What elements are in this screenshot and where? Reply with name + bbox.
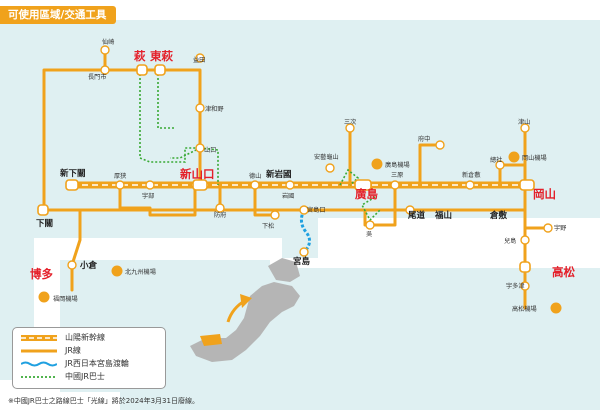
label-nagatoshi: 長門市 [88,73,107,81]
label-hakata: 博多 [30,267,53,281]
legend-label: JR線 [65,346,81,355]
label-hagi: 萩 [133,49,146,63]
label-yamaguchi: 山口 [204,146,216,154]
page-title: 可使用區域/交通工具 [0,6,117,24]
label-uno: 宇野 [554,224,566,232]
hokkaido-shape [268,258,300,282]
label-tokuyama: 德山 [249,172,261,180]
bus-routes [139,70,381,222]
bus-route-hagi [139,70,200,163]
label-miyajima: 宮島 [293,256,311,267]
sea-inland [60,260,600,410]
label-hiroshima: 廣島 [355,187,378,201]
coverage-area [200,334,222,346]
station-markers [67,45,553,291]
legend-label: 中國JR巴士 [65,372,105,381]
jr-line-kure [363,183,397,227]
label-utazu: 宇多津 [506,282,525,290]
jr-line-fukuen [418,143,442,187]
legend-label: 山陽新幹線 [65,333,105,342]
japan-arrowhead [240,294,252,308]
label-ube: 宇部 [142,192,154,200]
label-kojima: 兒島 [504,237,516,245]
label-hiroshima-airport: 廣島機場 [385,161,410,169]
label-mihara: 三原 [391,172,403,179]
label-asa: 厚狭 [114,172,126,180]
bus-route-yamaguchi [199,147,219,185]
label-shinshimonoseki: 新下關 [60,168,86,179]
small-station-labels: 仙崎 長門市 益田 津和野 山口 厚狭 宇部 防府 德山 下松 岩國 宮島口 三… [88,38,566,290]
bus-route-tsuwano [170,147,201,159]
shinkansen-symbol [21,335,57,341]
label-tsuyama: 津山 [518,118,530,126]
label-shinkurashiki: 新倉敷 [462,171,481,179]
label-fuchu: 府中 [418,135,430,143]
airplane-icon [38,151,562,314]
ferry-route [299,209,311,254]
label-masuda: 益田 [193,56,205,64]
label-fukuyama: 福山 [434,210,452,221]
label-shinyamaguchi: 新山口 [180,167,215,181]
jr-line-kudamatsu [253,183,277,217]
label-kudamatsu: 下松 [262,222,274,230]
label-higashihagi: 東萩 [150,49,173,63]
legend-label: JR西日本宮島渡輪 [65,359,129,368]
label-akikameyama: 安藝龜山 [314,153,339,161]
label-kokura: 小倉 [79,260,98,271]
label-onomichi: 尾道 [407,210,426,221]
label-shiniwakuni: 新岩國 [266,169,292,180]
legend: 山陽新幹線 JR線 JR西日本宮島渡輪 中國JR巴士 [12,327,166,389]
label-kure: 吳 [366,231,372,238]
jr-line-symbol [21,349,57,353]
label-okayama-airport: 岡山機場 [522,154,547,162]
label-iwakuni: 岩國 [282,192,294,200]
label-soja: 總社 [490,156,502,164]
major-station-markers [37,64,535,273]
sea-japan [0,20,600,380]
label-okayama: 岡山 [533,187,556,201]
label-sentaki: 仙崎 [102,38,114,46]
label-hofu: 防府 [214,211,226,219]
footnote: ※中國JR巴士之路線巴士「光線」將於2024年3月31日廢線。 [8,397,199,405]
label-miyajimaguchi: 宮島口 [307,206,326,214]
bus-route-higashihagi [157,70,175,129]
label-miyoshi: 三次 [344,118,356,126]
label-takamatsu-airport: 高松機場 [512,305,537,313]
ferry-symbol [21,361,57,367]
bus-route-hiroshima-loop [339,168,360,186]
label-fukuoka-airport: 福岡機場 [53,295,78,303]
airport-labels: 岡山機場 廣島機場 北九州機場 福岡機場 高松機場 [53,154,547,313]
main-station-labels: 新下關 下關 小倉 新岩國 宮島 尾道 福山 倉敷 [36,168,508,271]
major-city-labels: 萩 東萩 新山口 廣島 岡山 博多 高松 [30,49,575,281]
label-takamatsu: 高松 [552,265,575,279]
bus-symbol [21,376,57,378]
label-kitakyushu-airport: 北九州機場 [125,268,156,276]
label-tsuwano: 津和野 [205,105,224,113]
label-shimonoseki: 下關 [36,218,53,229]
label-kurashiki: 倉敷 [489,210,508,221]
